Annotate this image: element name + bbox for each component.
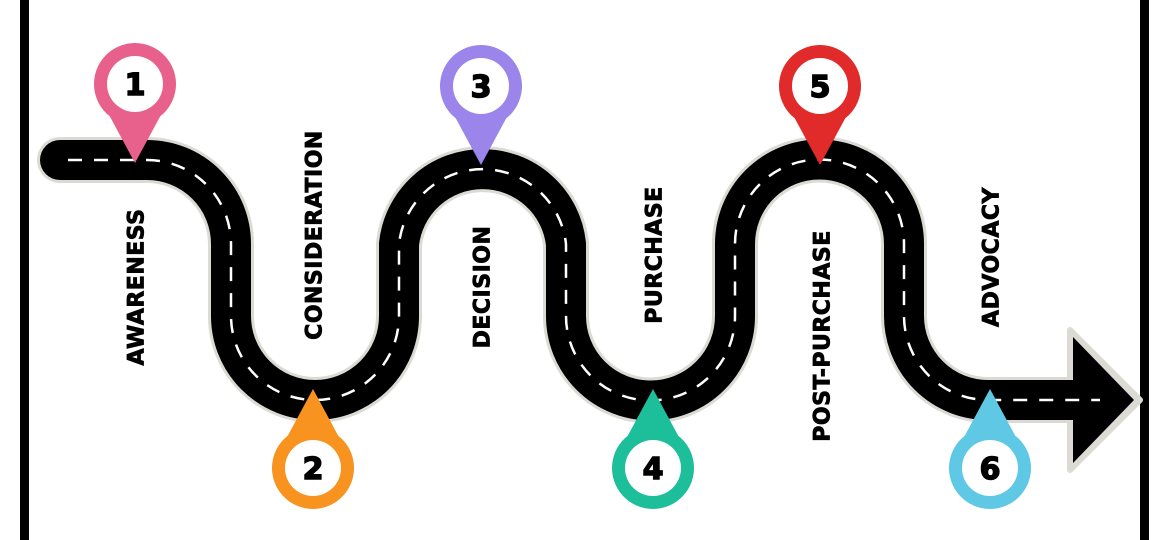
pin-inner-circle: [285, 440, 341, 496]
stage-label-awareness: AWARENESS: [124, 208, 150, 366]
stage-pin-4: 4: [612, 389, 694, 509]
pin-inner-circle: [107, 56, 163, 112]
stage-number: 4: [643, 452, 664, 487]
pin-inner-circle: [453, 58, 509, 114]
arrow-right-icon: [1073, 337, 1134, 463]
stage-number: 1: [125, 68, 146, 103]
stage-pin-3: 3: [439, 45, 523, 165]
stage-label-post-purchase: POST-PURCHASE: [810, 230, 836, 442]
stage-number: 3: [471, 70, 492, 105]
stage-number: 2: [303, 452, 324, 487]
pin-inner-circle: [625, 440, 681, 496]
frame-right-border: [1140, 0, 1149, 540]
stage-number: 6: [980, 452, 1001, 487]
stage-pin-5: 5: [778, 45, 862, 165]
lane-markings: [68, 158, 1100, 402]
stage-label-advocacy: ADVOCACY: [979, 187, 1005, 328]
pin-inner-circle: [962, 440, 1018, 496]
stage-pin-2: 2: [271, 389, 354, 509]
stage-label-consideration: CONSIDERATION: [302, 130, 328, 340]
pin-inner-circle: [792, 58, 848, 114]
stage-label-decision: DECISION: [470, 225, 496, 349]
stage-number: 5: [810, 70, 831, 105]
frame-left-border: [20, 0, 29, 540]
stage-label-purchase: PURCHASE: [642, 186, 668, 324]
stage-pin-6: 6: [948, 389, 1031, 509]
stage-pin-1: 1: [94, 42, 176, 163]
